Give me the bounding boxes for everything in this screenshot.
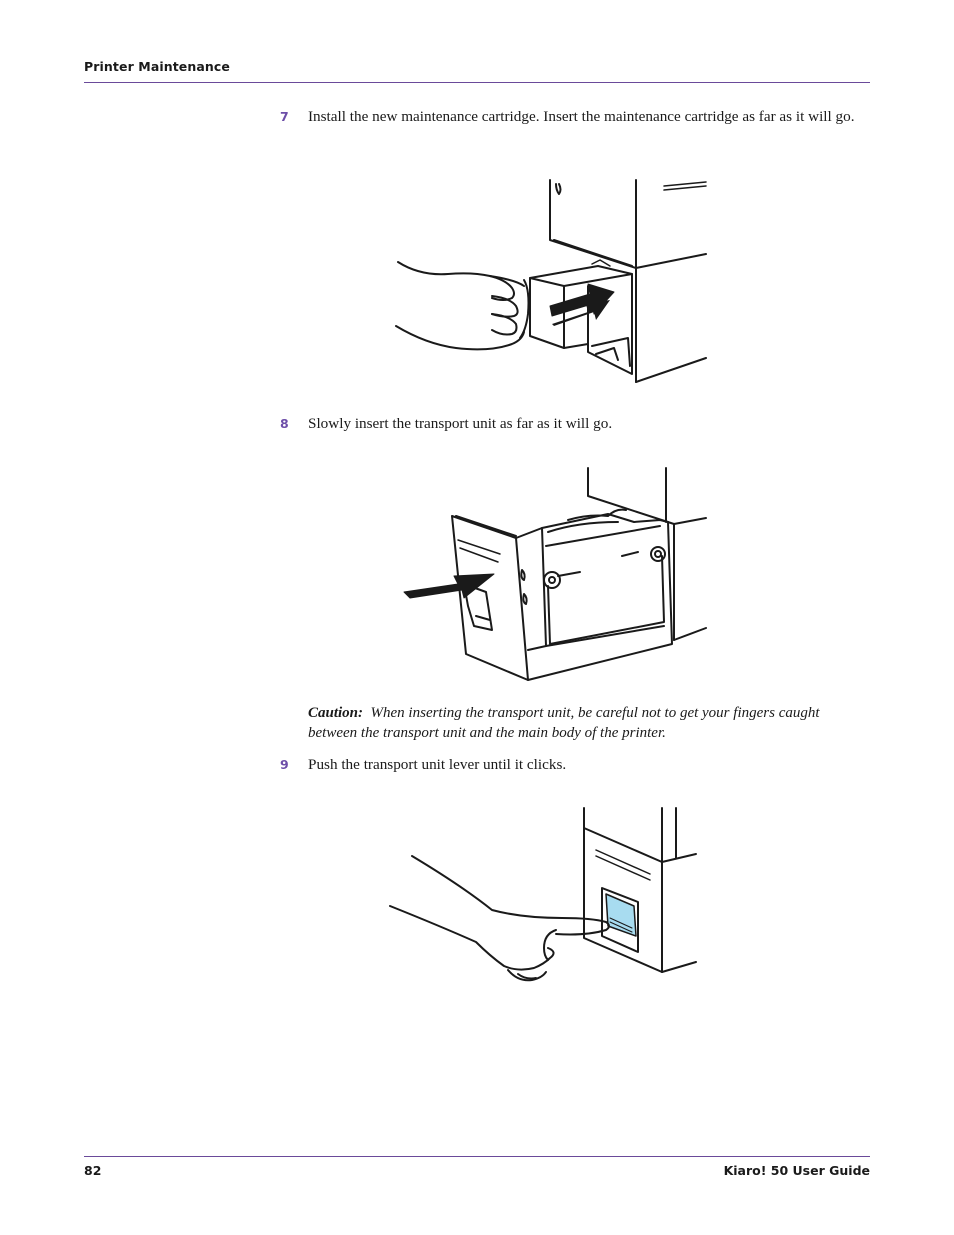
footer-rule (84, 1156, 870, 1157)
step-number: 8 (280, 416, 289, 431)
guide-title: Kiaro! 50 User Guide (723, 1163, 870, 1178)
step-text: Slowly insert the transport unit as far … (308, 415, 613, 432)
step-number: 7 (280, 109, 289, 124)
figure-insert-maintenance-cartridge (392, 176, 712, 386)
page-number: 82 (84, 1163, 102, 1178)
caution-note: Caution: When inserting the transport un… (308, 704, 868, 743)
header-rule (84, 82, 870, 83)
caution-text: When inserting the transport unit, be ca… (308, 705, 820, 741)
step-text: Install the new maintenance cartridge. I… (308, 108, 855, 125)
step-number: 9 (280, 757, 289, 772)
step-text: Push the transport unit lever until it c… (308, 756, 567, 773)
running-header: Printer Maintenance (84, 59, 231, 74)
caution-label: Caution: (308, 705, 364, 721)
figure-insert-transport-unit (398, 466, 714, 684)
figure-push-lever (386, 806, 702, 992)
